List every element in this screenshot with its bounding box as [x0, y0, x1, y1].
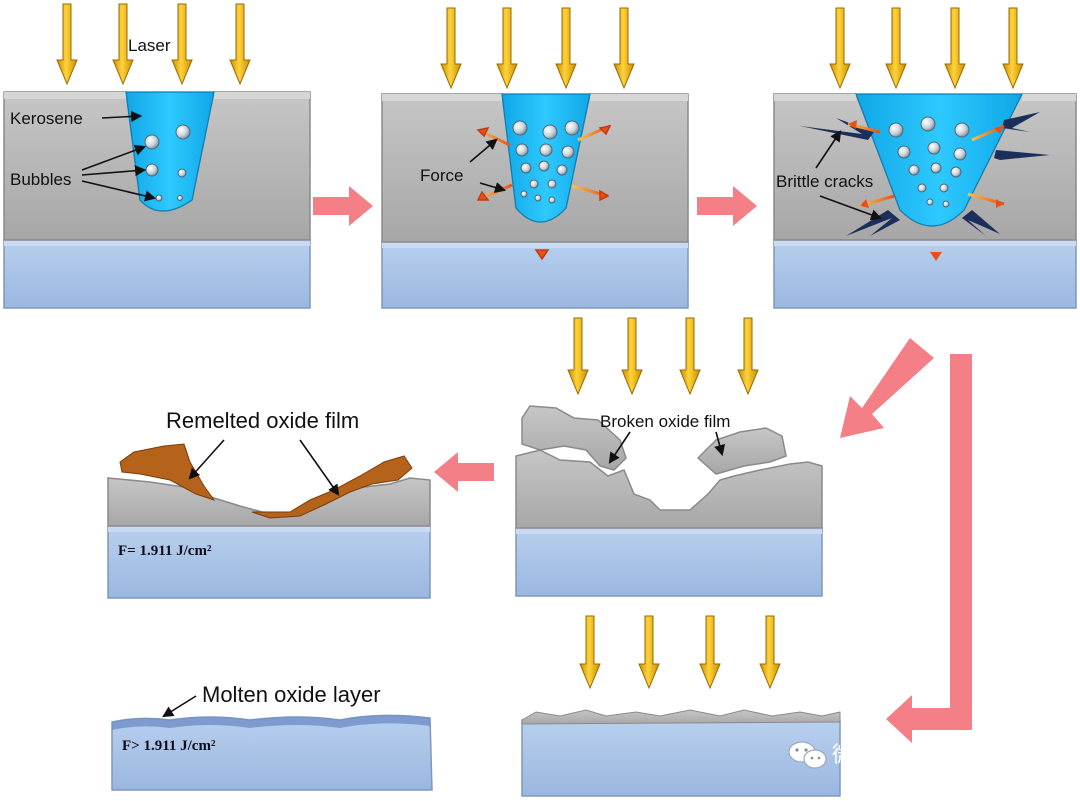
residual-oxide-film: [521, 709, 841, 725]
remelted-film: [119, 443, 413, 519]
broken-fragment-left: [521, 405, 627, 471]
remelted-oxide-film-label: Remelted oxide film: [166, 408, 359, 433]
wechat-icon: [788, 741, 827, 769]
laser-arrows: [829, 7, 1024, 90]
watermark-text: 微信号: LaserLWM: [832, 742, 1015, 767]
substrate-block: [107, 525, 431, 599]
kerosene-label: Kerosene: [10, 109, 83, 128]
substrate-block: [773, 239, 1077, 309]
laser-label: Laser: [128, 36, 171, 55]
panel-2-force: Force: [381, 7, 689, 309]
substrate-block: [521, 719, 841, 797]
panel-3-cracks: Brittle cracks: [773, 7, 1077, 309]
process-arrow-right-2: [697, 186, 757, 226]
molten-oxide-layer-label: Molten oxide layer: [202, 682, 381, 707]
substrate-block: [3, 239, 311, 309]
laser-arrows: [56, 3, 251, 86]
broken-fragment-right: [696, 427, 787, 475]
laser-arrows: [579, 615, 781, 690]
substrate-block: [515, 527, 823, 597]
broken-oxide-film-label: Broken oxide film: [600, 412, 730, 431]
process-arrow-right-1: [313, 186, 373, 226]
bubbles-group: [512, 120, 580, 204]
leader-lines: [815, 130, 883, 221]
force-arrows: [847, 120, 1005, 261]
leader-lines: [188, 439, 340, 496]
brittle-cracks-label: Brittle cracks: [776, 172, 873, 191]
force-label: Force: [420, 166, 463, 185]
watermark: 微信号: LaserLWM: [788, 741, 1015, 769]
laser-arrows: [567, 317, 759, 396]
process-arrow-down-to-bottom: [886, 354, 972, 743]
panel-7-thin-film: [521, 615, 841, 797]
kerosene-pool: [125, 91, 215, 212]
molten-oxide-layer: [112, 715, 430, 730]
process-arrow-down-left: [840, 338, 934, 438]
bubbles-group: [888, 116, 970, 208]
fluence-equal-label: F= 1.911 J/cm²: [118, 543, 212, 559]
oxide-layer-block: [107, 477, 431, 527]
panel-5-remelted: Remelted oxide film F= 1.911 J/cm²: [107, 408, 431, 599]
leader-lines: [162, 695, 197, 718]
laser-arrows: [440, 7, 635, 90]
leader-lines: [608, 431, 726, 464]
bubbles-label: Bubbles: [10, 170, 71, 189]
fluence-greater-label: F> 1.911 J/cm²: [122, 738, 216, 754]
panel-6-molten-layer: Molten oxide layer F> 1.911 J/cm²: [111, 682, 433, 791]
leader-lines: [469, 138, 507, 193]
leader-lines: [81, 110, 157, 202]
panel-1-initial: Laser Kerosene Bubbles: [3, 3, 311, 309]
brittle-cracks: [800, 112, 1050, 236]
substrate-block: [381, 241, 689, 309]
oxide-layer-block: [515, 449, 823, 529]
panel-4-broken-film: Broken oxide film: [515, 317, 823, 597]
process-arrow-left: [434, 452, 494, 492]
